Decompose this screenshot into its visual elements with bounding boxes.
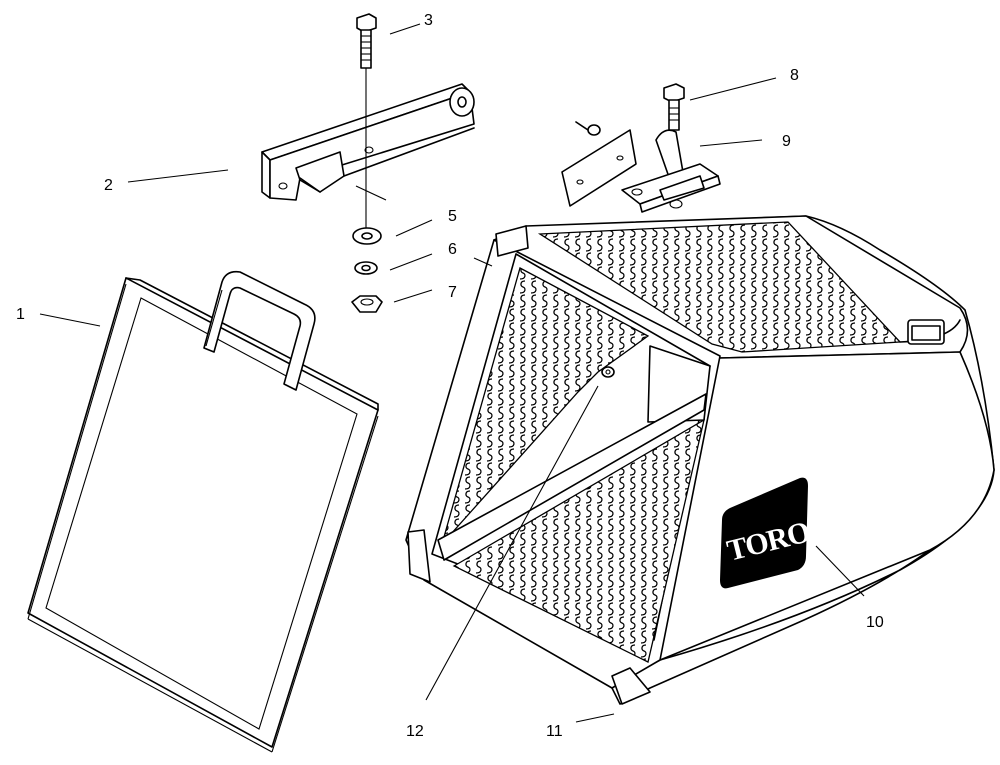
callout-5: 5 (448, 208, 457, 225)
leader-lines (39, 23, 865, 723)
latch-hardware (561, 83, 721, 213)
callout-11: 11 (546, 723, 563, 740)
callout-10: 10 (866, 614, 884, 631)
hinge-bracket (261, 83, 475, 201)
grass-bag-body: TORO (405, 215, 995, 705)
callout-numbers: 1 2 3 5 6 7 8 9 10 11 12 (16, 12, 884, 740)
callout-1: 1 (16, 306, 25, 323)
callout-7: 7 (448, 284, 457, 301)
rear-door-flap (27, 270, 379, 753)
flat-washer (352, 227, 382, 245)
callout-8: 8 (790, 67, 799, 84)
hex-nut (351, 295, 383, 313)
callout-6: 6 (448, 241, 457, 258)
bolt-top (356, 13, 377, 232)
callout-3: 3 (424, 12, 433, 29)
callout-2: 2 (104, 177, 113, 194)
toro-logo-decal: TORO (720, 477, 813, 589)
lock-washer (354, 261, 378, 275)
callout-9: 9 (782, 133, 791, 150)
callout-12: 12 (406, 723, 424, 740)
